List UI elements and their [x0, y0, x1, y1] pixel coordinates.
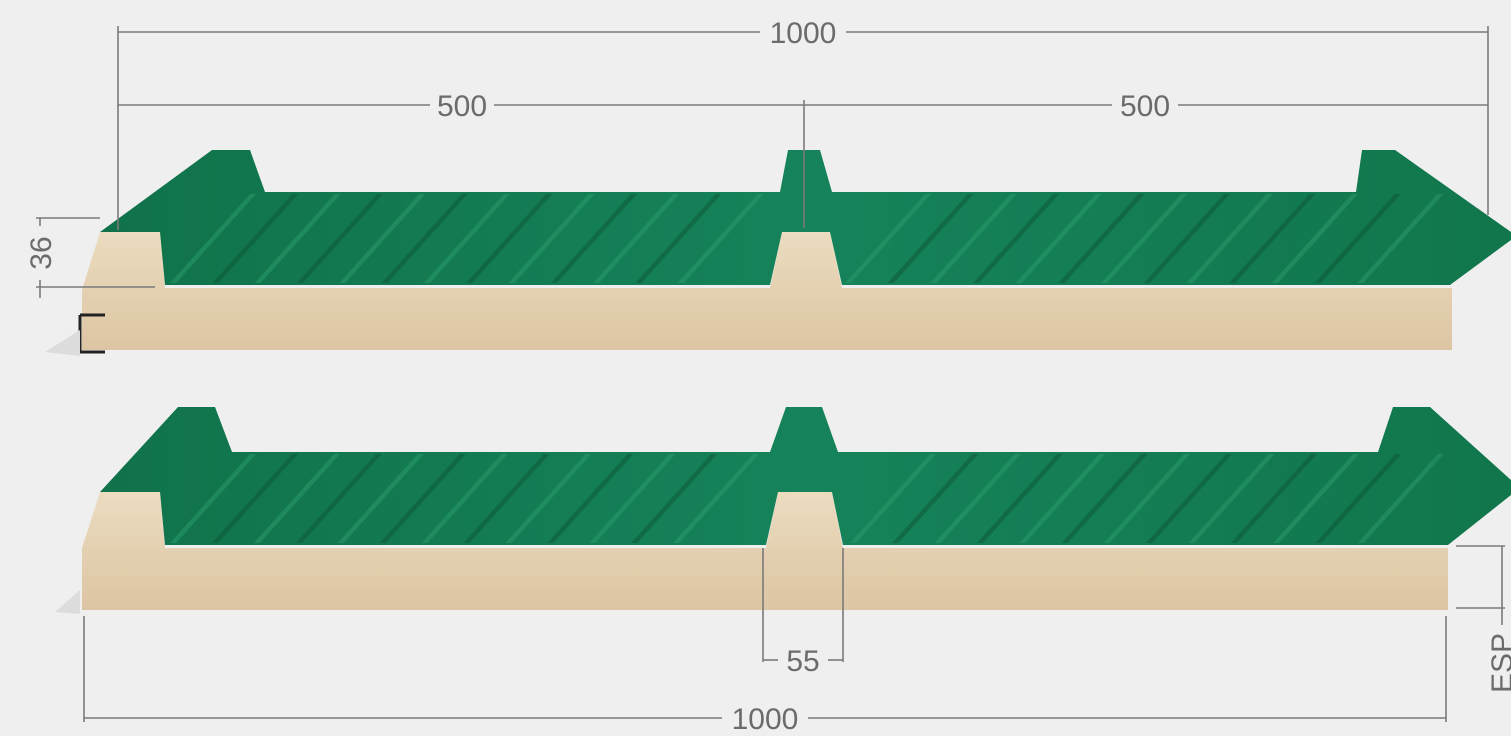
bottom-panel-rib: [211, 454, 299, 543]
top-panel-ribs: [170, 194, 1444, 283]
bottom-panel-rib: [337, 454, 424, 543]
bottom-panel-rib: [379, 454, 466, 543]
top-panel-rib: [1015, 194, 1102, 283]
bottom-panel-rib: [1188, 454, 1275, 543]
top-panel-rib: [1101, 194, 1188, 283]
bottom-panel-rib: [295, 454, 382, 543]
top-panel-rib: [1357, 194, 1444, 283]
bottom-panel-rib: [1146, 454, 1233, 543]
bottom-panel-foam-core: [82, 492, 1448, 610]
bottom-panel-rib: [631, 454, 718, 543]
bottom-panel-rib: [1315, 454, 1402, 543]
bottom-panel-rib: [850, 454, 937, 543]
top-panel-rib: [212, 194, 299, 283]
top-panel-rib: [845, 194, 932, 283]
bottom-panel: [55, 407, 1511, 614]
bottom-panel-rib: [673, 454, 760, 543]
top-panel-rib: [1058, 194, 1145, 283]
bottom-panel-rib: [934, 454, 1021, 543]
bottom-panel-rib: [1230, 454, 1317, 543]
top-panel-rib: [423, 194, 510, 283]
top-panel-rib: [254, 194, 341, 283]
dim-half-right-label: 500: [1120, 90, 1170, 123]
dim-bottom-total-label: 1000: [732, 703, 799, 736]
bottom-panel-ribs: [170, 454, 1444, 543]
dimension-lines: [36, 26, 1505, 722]
top-panel-rib: [677, 194, 764, 283]
bottom-panel-rib: [589, 454, 676, 543]
top-panel-rib: [508, 194, 595, 283]
bottom-panel-rib: [1061, 454, 1148, 543]
bottom-panel-rib: [976, 454, 1064, 543]
bottom-panel-rib: [1103, 454, 1190, 543]
top-panel-rib: [973, 194, 1060, 283]
bottom-panel-rib: [253, 454, 340, 543]
top-panel-rib: [1271, 194, 1359, 283]
bottom-panel-rib: [421, 454, 508, 543]
bottom-panel-rib: [170, 454, 257, 543]
top-panel-rib: [930, 194, 1017, 283]
top-panel-rib: [296, 194, 384, 283]
top-panel: [45, 150, 1511, 356]
top-panel-rib: [381, 194, 468, 283]
top-panel-rib: [887, 194, 974, 283]
top-panel-rib: [466, 194, 553, 283]
top-panel-foam-core: [82, 232, 1452, 350]
dim-thickness-label: ESP: [1486, 633, 1511, 693]
bottom-panel-rib: [1357, 454, 1444, 543]
top-panel-rib: [1186, 194, 1273, 283]
top-panel-edge-flash: [45, 330, 80, 356]
bottom-panel-rib: [463, 454, 550, 543]
top-panel-rib: [550, 194, 637, 283]
dim-half-left-label: 500: [437, 90, 487, 123]
bottom-panel-rib: [1273, 454, 1360, 543]
dim-top-total-label: 1000: [770, 17, 837, 50]
top-panel-rib: [170, 194, 257, 283]
top-panel-rib: [635, 194, 722, 283]
bottom-panel-rib: [505, 454, 592, 543]
top-panel-rib: [339, 194, 426, 283]
top-panel-rib: [1143, 194, 1230, 283]
bottom-panel-edge-flash: [55, 590, 80, 614]
bottom-panel-rib: [547, 454, 634, 543]
dim-rib-height-label: 36: [25, 236, 58, 269]
top-panel-rib: [593, 194, 680, 283]
dimension-labels: 1000 500 500 36 55 1000 ESP: [25, 17, 1511, 736]
top-panel-rib: [1229, 194, 1316, 283]
bottom-panel-rib: [1019, 454, 1106, 543]
top-panel-rib: [1314, 194, 1401, 283]
bottom-panel-rib: [892, 454, 979, 543]
dim-rib-width-label: 55: [786, 645, 819, 678]
